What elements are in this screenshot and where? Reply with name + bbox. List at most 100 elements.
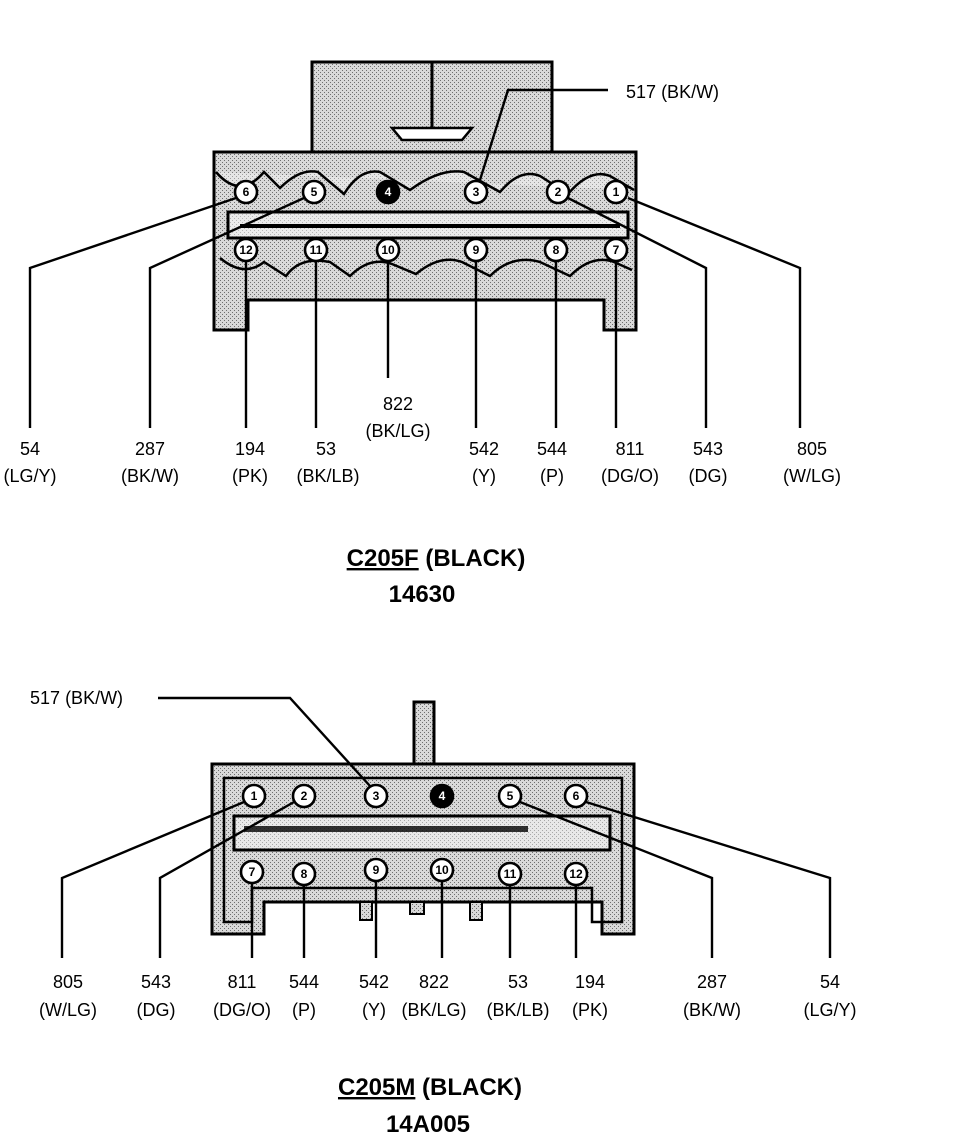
svg-text:C205F (BLACK): C205F (BLACK) [347, 545, 526, 572]
wire-c205m-54 [585, 800, 832, 958]
c205f-label-color: (P) [540, 466, 564, 486]
c205m-part-number: 14A005 [386, 1111, 470, 1138]
c205m-wires [60, 696, 832, 958]
svg-text:8: 8 [301, 867, 308, 881]
c205f-name: C205F [347, 545, 419, 572]
c205m-label-circuit: 54 [820, 972, 840, 992]
c205f-label-color: (Y) [472, 466, 496, 486]
c205f-pin-1: 1 [603, 179, 629, 205]
c205f-pin-2: 2 [545, 179, 571, 205]
c205f-label-color: (LG/Y) [3, 466, 56, 486]
c205m-pin-6: 6 [563, 783, 589, 809]
c205f-label-circuit: 542 [469, 439, 499, 459]
wire-c205f-805 [627, 196, 802, 428]
c205f-label-circuit: 811 [616, 439, 645, 459]
svg-text:2: 2 [555, 185, 562, 199]
c205m-label-517: 517 (BK/W) [30, 688, 123, 708]
c205m-tab [412, 700, 436, 766]
c205f-label-color: (DG) [689, 466, 728, 486]
c205m-label-color: (BK/LB) [486, 1000, 549, 1020]
c205m-label-color: (LG/Y) [803, 1000, 856, 1020]
svg-text:2: 2 [301, 789, 308, 803]
c205m-label-color: (W/LG) [39, 1000, 97, 1020]
wire-c205m-543 [158, 800, 295, 958]
c205m-pin-9: 9 [363, 857, 389, 883]
c205m-labels: 805 (W/LG) 543 (DG) 811 (DG/O) 544 (P) 5… [30, 688, 857, 1020]
svg-text:6: 6 [243, 185, 250, 199]
c205f-label-circuit: 287 [135, 439, 165, 459]
c205m-label-color: (Y) [362, 1000, 386, 1020]
c205f-label-circuit: 805 [797, 439, 827, 459]
svg-text:3: 3 [473, 185, 480, 199]
c205m-pin-2: 2 [291, 783, 317, 809]
c205f-label-color: (DG/O) [601, 466, 659, 486]
c205f-part-number: 14630 [389, 581, 456, 608]
c205f-label-circuit: 194 [235, 439, 265, 459]
c205m-pin-7: 7 [239, 859, 265, 885]
c205m-label-circuit: 194 [575, 972, 605, 992]
c205m-pin-11: 11 [497, 861, 523, 887]
c205f-pin-6: 6 [233, 179, 259, 205]
c205m-label-color: (BK/W) [683, 1000, 741, 1020]
wire-c205f-287 [148, 196, 305, 428]
svg-text:1: 1 [251, 789, 258, 803]
c205f-pin-9: 9 [463, 237, 489, 263]
svg-text:12: 12 [239, 243, 253, 257]
svg-text:5: 5 [507, 789, 514, 803]
c205f-pin-10: 10 [375, 237, 401, 263]
c205f-latch [310, 60, 554, 156]
c205f-labels: 54 (LG/Y) 287 (BK/W) 194 (PK) 53 (BK/LB)… [3, 82, 841, 486]
c205m-inner-outline [222, 776, 624, 924]
connector-c205m: 1 2 3 4 5 6 7 8 9 10 11 12 [210, 700, 636, 936]
c205m-label-color: (DG) [137, 1000, 176, 1020]
wire-c205m-287 [519, 800, 714, 958]
svg-text:10: 10 [435, 863, 449, 877]
c205f-pin-4: 4 [375, 179, 401, 205]
c205m-label-circuit: 543 [141, 972, 171, 992]
c205f-label-circuit: 54 [20, 439, 40, 459]
svg-text:12: 12 [569, 867, 583, 881]
c205m-label-color: (PK) [572, 1000, 608, 1020]
c205m-label-circuit: 822 [419, 972, 449, 992]
svg-text:11: 11 [310, 243, 323, 257]
svg-text:10: 10 [381, 243, 395, 257]
c205f-label-circuit: 53 [316, 439, 336, 459]
c205m-stub [409, 901, 425, 915]
c205m-label-circuit: 542 [359, 972, 389, 992]
wire-c205m-517 [158, 696, 371, 787]
svg-text:4: 4 [385, 185, 392, 199]
wire-c205m-805 [60, 800, 245, 958]
c205m-stub [469, 901, 483, 921]
c205m-label-circuit: 287 [697, 972, 727, 992]
svg-text:9: 9 [473, 243, 480, 257]
c205f-pin-5: 5 [301, 179, 327, 205]
connector-c205f: 6 5 4 3 2 1 12 11 10 9 8 7 [212, 60, 638, 332]
c205m-label-circuit: 805 [53, 972, 83, 992]
c205m-pin-5: 5 [497, 783, 523, 809]
c205f-label-circuit: 822 [383, 394, 413, 414]
c205f-pin-3: 3 [463, 179, 489, 205]
wire-c205f-54 [28, 196, 237, 428]
svg-text:7: 7 [249, 865, 256, 879]
c205f-label-color: (BK/W) [121, 466, 179, 486]
c205m-label-circuit: 544 [289, 972, 319, 992]
svg-text:5: 5 [311, 185, 318, 199]
c205f-title: C205F (BLACK) 14630 [347, 545, 526, 608]
c205m-pin-4: 4 [429, 783, 455, 809]
svg-text:3: 3 [373, 789, 380, 803]
c205m-channel [232, 814, 612, 852]
c205m-label-color: (P) [292, 1000, 316, 1020]
c205f-label-517: 517 (BK/W) [626, 82, 719, 102]
c205f-label-color: (BK/LB) [296, 466, 359, 486]
c205m-label-circuit: 53 [508, 972, 528, 992]
c205f-pin-8: 8 [543, 237, 569, 263]
c205f-pin-12: 12 [233, 237, 259, 263]
c205m-pin-3: 3 [363, 783, 389, 809]
svg-text:6: 6 [573, 789, 580, 803]
c205m-pin-8: 8 [291, 861, 317, 887]
c205f-pin-11: 11 [303, 237, 329, 263]
c205m-label-color: (BK/LG) [401, 1000, 466, 1020]
c205f-label-color: (BK/LG) [365, 421, 430, 441]
c205m-label-circuit: 811 [228, 972, 257, 992]
